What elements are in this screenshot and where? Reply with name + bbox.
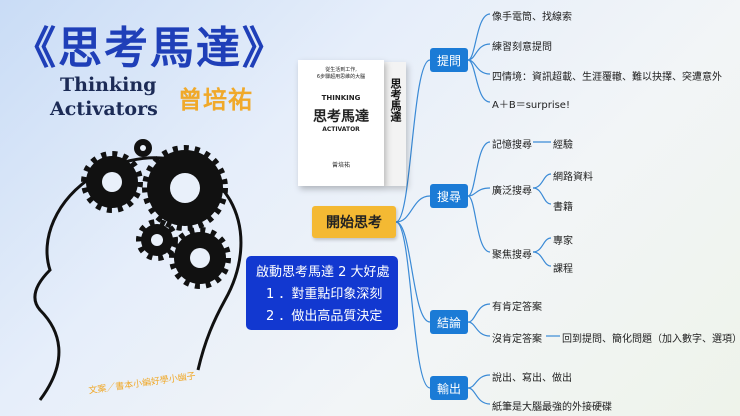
book-cover-sub: ACTIVATOR (322, 126, 360, 133)
node-conclude: 結論 (430, 310, 468, 334)
conclude-yes: 有肯定答案 (492, 302, 542, 313)
start-thinking-node: 開始思考 (312, 206, 396, 238)
book-spine-title: 思考馬達 (389, 78, 402, 122)
node-search: 搜尋 (430, 184, 468, 208)
book-spine: 思考馬達 (384, 62, 406, 186)
benefits-box: 啟動思考馬達 2 大好處 1 ．對重點印象深刻 2 ．做出高品質決定 (246, 256, 398, 330)
subtitle-en-line-2: Activators (50, 98, 158, 120)
subtitle-en-line-1: Thinking (60, 74, 157, 96)
ask-leaf: 練習刻意提問 (492, 42, 552, 53)
ask-leaf: 像手電筒、找線索 (492, 12, 572, 23)
search-memory: 記憶搜尋 (492, 140, 532, 151)
search-memory-child: 經驗 (553, 140, 573, 151)
ask-leaf: 四情境：資訊超載、生涯覆轍、難以抉擇、突遭意外 (492, 72, 722, 83)
book-cover-en: THINKING (321, 94, 361, 102)
book-tagline-2: 6步驟超用思維的大腦 (316, 74, 366, 80)
book-tagline-1: 從生活到工作, (325, 67, 357, 73)
head-gears-illustration (33, 139, 243, 401)
search-broad: 廣泛搜尋 (492, 186, 532, 197)
page-title: 《思考馬達》 (12, 23, 288, 74)
benefit-item-1: 1 ．對重點印象深刻 (266, 287, 383, 302)
output-leaf: 紙筆是大腦最強的外接硬碟 (492, 402, 612, 413)
book-cover-author: 曾培祐 (331, 162, 350, 169)
ask-leaf: A＋B＝surprise! (492, 100, 570, 111)
search-focus-child: 課程 (553, 264, 573, 275)
node-ask: 提問 (430, 48, 468, 72)
book-cover-title: 思考馬達 (313, 109, 369, 125)
search-broad-child: 書籍 (553, 202, 573, 213)
benefit-item-2: 2 ．做出高品質決定 (266, 309, 383, 324)
output-leaf: 說出、寫出、做出 (492, 373, 572, 384)
conclude-no: 沒肯定答案 (492, 334, 542, 345)
benefits-heading: 啟動思考馬達 2 大好處 (256, 265, 390, 280)
search-broad-child: 網路資料 (553, 172, 593, 183)
conclude-no-child: 回到提問、簡化問題（加入數字、選項） (562, 334, 740, 345)
search-focus-child: 專家 (553, 236, 573, 247)
search-focus: 聚焦搜尋 (492, 250, 532, 261)
author-name: 曾培祐 (178, 86, 253, 114)
book-cover: 從生活到工作, 6步驟超用思維的大腦 THINKING 思考馬達 ACTIVAT… (298, 60, 384, 186)
node-output: 輸出 (430, 376, 468, 400)
